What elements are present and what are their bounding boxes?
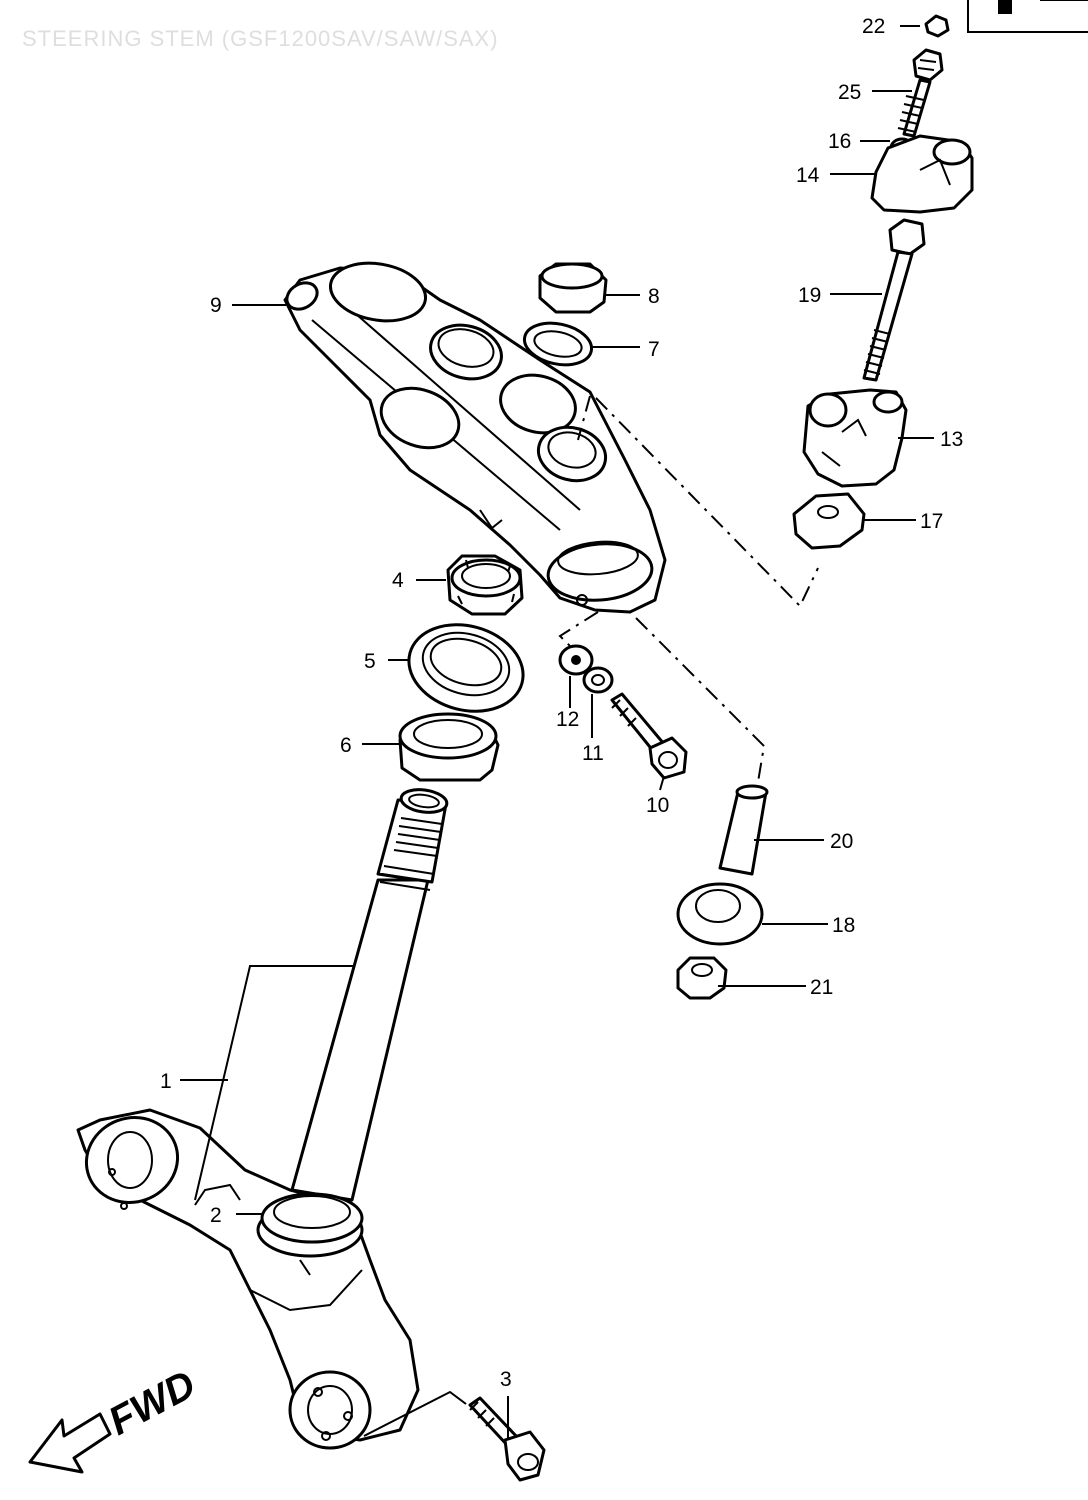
label-3: 3 — [500, 1368, 512, 1391]
part-stem-head-nut — [538, 262, 608, 314]
label-8: 8 — [648, 285, 660, 308]
label-22: 22 — [862, 15, 885, 38]
label-18: 18 — [832, 914, 855, 937]
part-steering-stem — [76, 788, 449, 1450]
part-clamp-bolt-lower — [468, 1396, 546, 1482]
label-19: 19 — [798, 284, 821, 307]
assembly-lines — [558, 395, 819, 783]
label-16: 16 — [828, 130, 851, 153]
part-spacer — [718, 784, 769, 876]
diagram-title: STEERING STEM (GSF1200SAV/SAW/SAX) — [22, 26, 499, 51]
part-dust-seal — [407, 623, 525, 713]
part-cap — [924, 14, 950, 38]
label-20: 20 — [830, 830, 853, 853]
label-1: 1 — [160, 1070, 172, 1093]
label-25: 25 — [838, 81, 861, 104]
fwd-label: FWD — [102, 1362, 203, 1444]
part-labels: 9 8 7 4 5 6 12 11 10 22 25 16 14 19 13 1… — [160, 15, 963, 1391]
label-17: 17 — [920, 510, 943, 533]
fwd-indicator: FWD — [28, 1362, 203, 1474]
part-holder-upper — [870, 134, 974, 214]
part-washer — [522, 321, 594, 367]
label-9: 9 — [210, 294, 222, 317]
part-holder-lower — [802, 388, 908, 488]
label-21: 21 — [810, 976, 833, 999]
part-clamp-bolt-upper — [610, 692, 688, 780]
part-nut — [676, 956, 728, 1000]
part-cushion-lower — [676, 882, 764, 946]
label-7: 7 — [648, 338, 660, 361]
leader-lines — [180, 25, 934, 1440]
part-flat-washer — [558, 644, 594, 676]
fwd-arrow-icon — [28, 1412, 112, 1474]
part-stem-nut — [446, 554, 524, 616]
label-12: 12 — [556, 708, 579, 731]
label-6: 6 — [340, 734, 352, 757]
part-bearing-lower — [260, 1192, 364, 1244]
label-5: 5 — [364, 650, 376, 673]
part-cushion-upper — [792, 492, 866, 550]
corner-box — [967, 0, 1088, 33]
part-bearing-upper — [398, 712, 500, 782]
label-2: 2 — [210, 1204, 222, 1227]
label-10: 10 — [646, 794, 669, 817]
part-holder-bolt — [862, 218, 926, 382]
label-14: 14 — [796, 164, 820, 187]
label-13: 13 — [940, 428, 963, 451]
label-11: 11 — [582, 742, 604, 765]
part-lock-washer — [582, 666, 614, 694]
label-4: 4 — [392, 569, 404, 592]
part-upper-bracket — [283, 261, 667, 614]
part-holder-screw — [897, 48, 944, 138]
